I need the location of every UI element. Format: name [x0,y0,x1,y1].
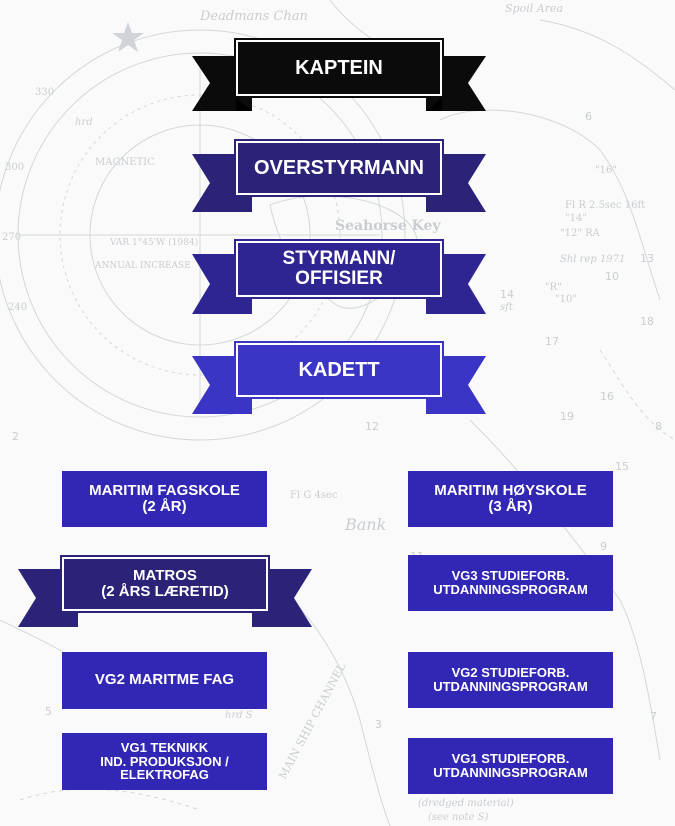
chart-depth: 5 [45,705,52,718]
box-vg1-studieforb: VG1 STUDIEFORB. UTDANNINGSPROGRAM [408,738,613,794]
chart-text: 330 [35,87,54,98]
chart-text: (dredged material) [418,798,514,809]
ribbon-face: OVERSTYRMANN [236,141,442,195]
chart-depth: 9 [600,540,607,553]
rank-kaptein: KAPTEIN [295,56,383,79]
ribbon-overstyrmann: OVERSTYRMANN [192,139,486,212]
chart-text: 300 [5,162,24,173]
chart-depth: 19 [560,410,574,423]
chart-depth: 8 [655,420,662,433]
box-vg3-studieforb: VG3 STUDIEFORB. UTDANNINGSPROGRAM [408,555,613,611]
ribbon-shape [18,555,312,627]
chart-text: Shl rep 1971 [560,254,625,265]
chart-text: hrd [75,117,93,128]
chart-text: hrd S [225,710,253,721]
rank-kadett: KADETT [298,358,380,381]
box-maritim-hoyskole: MARITIM HØYSKOLE (3 ÅR) [408,471,613,527]
chart-text: MAIN SHIP CHANNEL [276,660,349,781]
chart-text: 240 [8,302,27,313]
chart-depth: 16 [600,390,614,403]
chart-text: ANNUAL INCREASE [94,261,191,271]
rank-overstyrmann: OVERSTYRMANN [253,156,424,179]
ribbon-shape [192,38,486,111]
chart-depth: 7 [650,710,657,723]
chart-text: 270 [2,232,21,243]
chart-text: sft [500,302,514,313]
box-label: VG1 TEKNIKK IND. PRODUKSJON / ELEKTROFAG [100,740,229,783]
chart-text: "R" [545,282,562,293]
chart-depth: 18 [640,315,654,328]
box-label: VG2 MARITME FAG [94,671,235,689]
chart-text: "14" [565,213,587,224]
box-label: VG1 STUDIEFORB. UTDANNINGSPROGRAM [433,750,588,780]
chart-text: (see note S) [428,812,488,823]
rank-matros: MATROS (2 ÅRS LÆRETID) [101,567,229,600]
chart-depth: 6 [585,110,592,123]
ribbon-face: KADETT [236,343,442,397]
chart-depth: 13 [640,252,654,265]
chart-depth: 14 [500,288,514,301]
chart-text: VAR 1°45'W (1984) [109,237,198,248]
chart-depth: 3 [375,718,382,731]
chart-text: Fl G 4sec [290,490,338,501]
ribbon-face: STYRMANN/ OFFISIER [236,241,442,297]
chart-depth: 15 [615,460,629,473]
chart-text: "16" [595,165,617,176]
ribbon-kadett: KADETT [192,341,486,414]
chart-text: MAGNETIC [95,157,155,168]
chart-text: "12" RA [560,228,601,239]
box-label: VG3 STUDIEFORB. UTDANNINGSPROGRAM [433,567,588,597]
ribbon-matros: MATROS (2 ÅRS LÆRETID) [18,555,312,627]
box-label: VG2 STUDIEFORB. UTDANNINGSPROGRAM [433,664,588,694]
ribbon-kaptein: KAPTEIN [192,38,486,111]
chart-depth: 10 [605,270,619,283]
box-label: MARITIM HØYSKOLE (3 ÅR) [434,481,587,515]
box-maritim-fagskole: MARITIM FAGSKOLE (2 ÅR) [62,471,267,527]
ribbon-face: MATROS (2 ÅRS LÆRETID) [62,557,268,611]
chart-depth: 17 [545,335,559,348]
ribbon-face: KAPTEIN [236,40,442,96]
box-label: MARITIM FAGSKOLE (2 ÅR) [89,481,240,515]
box-vg1-teknikk: VG1 TEKNIKK IND. PRODUKSJON / ELEKTROFAG [62,733,267,790]
chart-text: "10" [555,294,577,305]
chart-depth: 2 [12,430,19,443]
chart-text: Bank [344,515,386,534]
chart-text: Fl R 2.5sec 16ft [565,200,645,211]
chart-depth: 12 [365,420,379,433]
rank-styrmann: STYRMANN/ OFFISIER [282,248,396,289]
box-vg2-maritme-fag: VG2 MARITME FAG [62,652,267,709]
chart-text: Seahorse Key [335,218,441,234]
chart-text: Spoil Area [505,2,563,15]
chart-text: Deadmans Chan [199,9,308,24]
star-icon [112,22,144,52]
ribbon-styrmann: STYRMANN/ OFFISIER [192,239,486,314]
box-vg2-studieforb: VG2 STUDIEFORB. UTDANNINGSPROGRAM [408,652,613,708]
